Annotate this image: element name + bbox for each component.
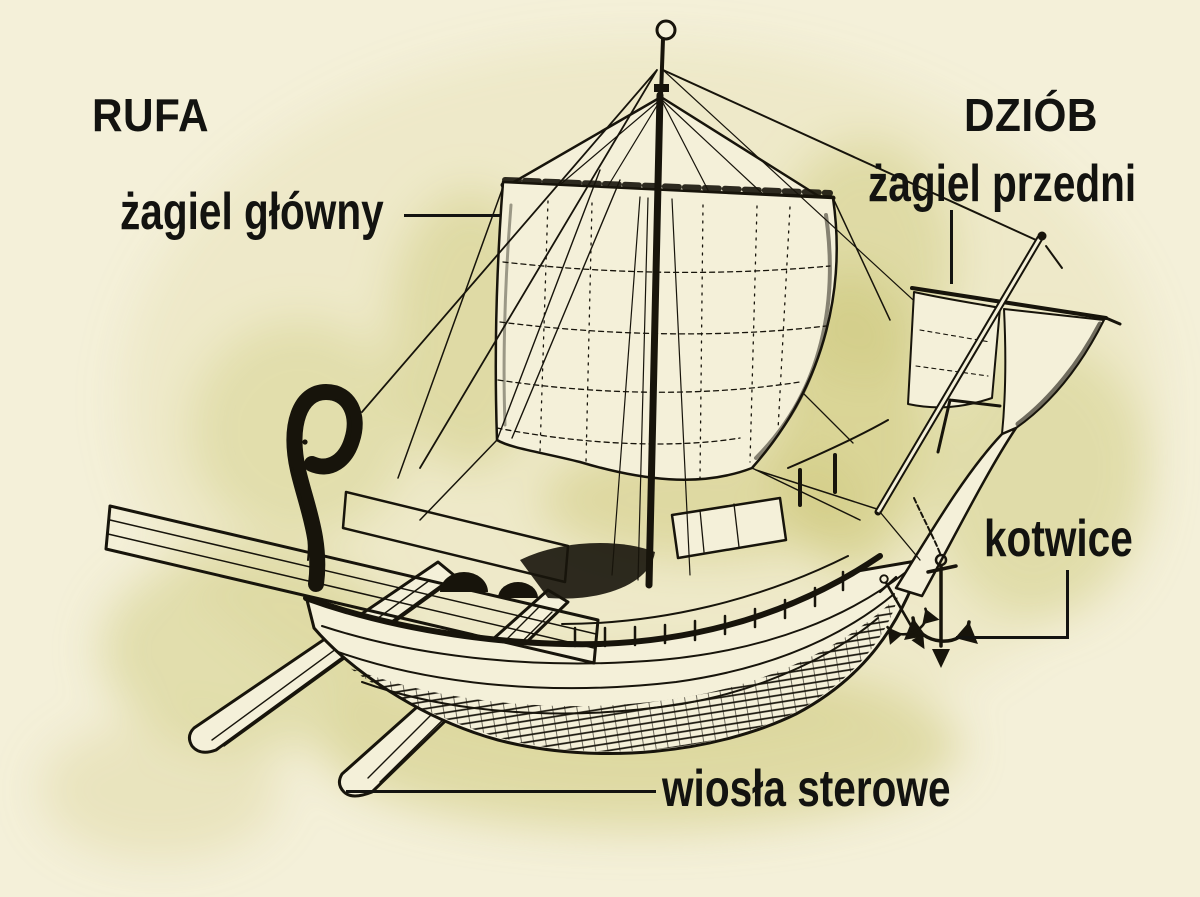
label-front-sail: żagiel przedni [868,155,1137,213]
fore-sail [802,231,1122,598]
connector-front-sail [950,210,953,284]
label-main-sail: żagiel główny [120,183,384,241]
label-bow: DZIÓB [964,89,1098,141]
mast [645,19,677,589]
hull [303,553,924,755]
connector-main-sail [404,214,500,217]
label-anchors: kotwice [984,510,1133,568]
label-stern: RUFA [92,89,210,141]
swan-neck-ornament [286,384,363,592]
deck-structures [440,419,889,648]
main-sail [494,95,838,481]
connector-steering-oars [346,790,656,793]
label-steering-oars: wiosła sterowe [662,760,951,818]
connector-anchors [956,570,1069,639]
rigging [361,69,1037,581]
